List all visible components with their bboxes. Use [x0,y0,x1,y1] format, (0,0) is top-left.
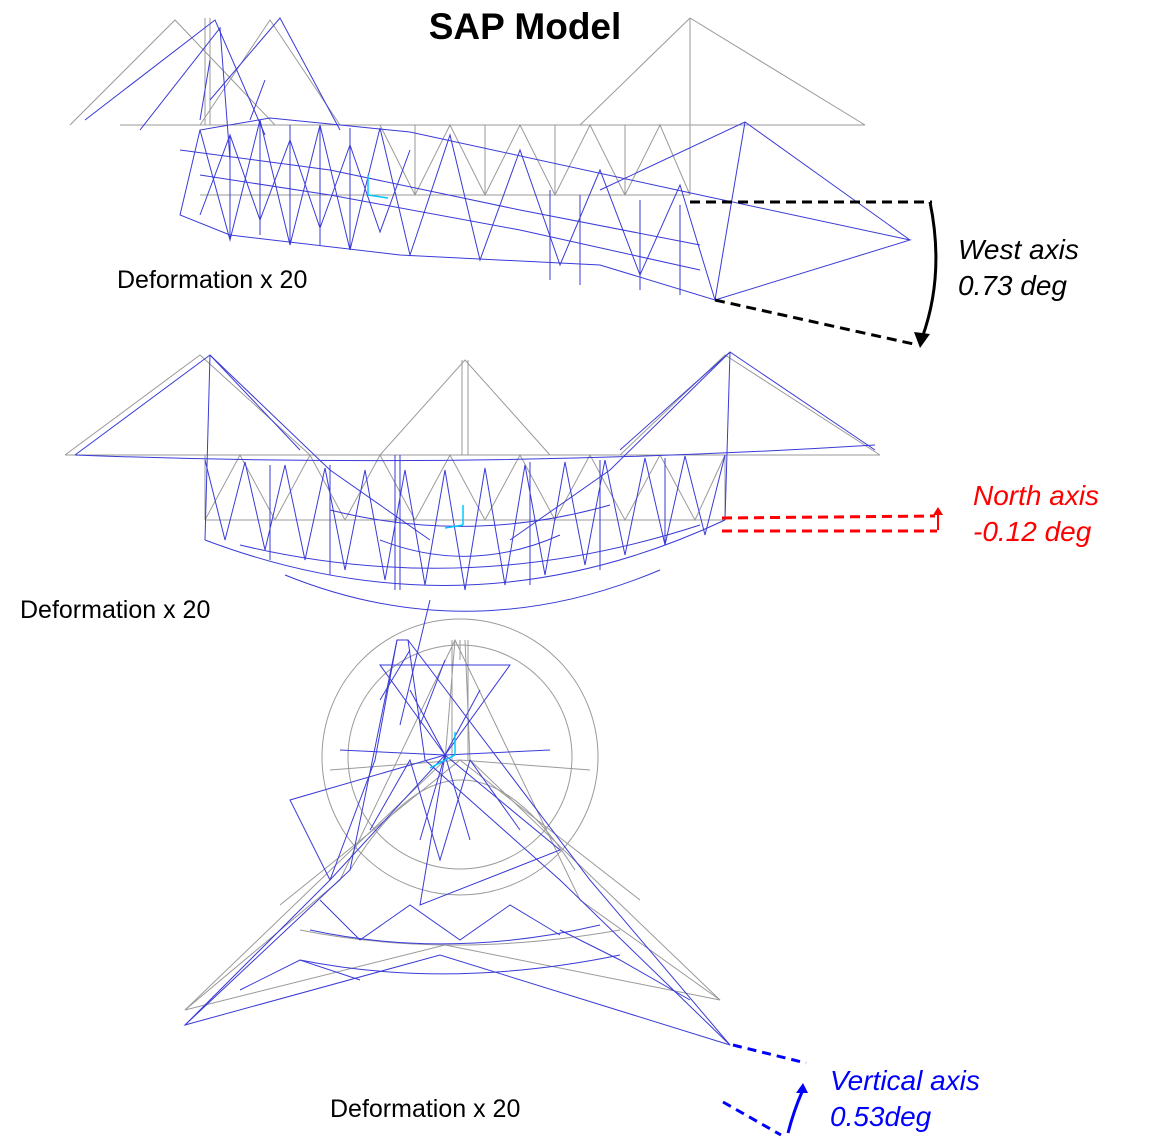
north-axis-rotation: -0.12 deg [973,516,1092,547]
west-view [69,17,938,348]
west-axis-name: West axis [958,234,1079,265]
undeformed-wireframe-vertical [184,618,721,1011]
vertical-view [183,599,808,1137]
rotation-arrowhead [796,1083,808,1093]
rotation-arc [920,201,938,339]
deformed-wireframe-north [74,351,876,612]
rotated-line [722,1100,782,1137]
west-axis-annotation: West axis 0.73 deg [958,232,1079,304]
vertical-rotation-indicator [722,1043,808,1137]
deformation-label-north: Deformation x 20 [20,596,211,624]
north-view [64,351,943,612]
rotated-line [714,298,919,347]
west-axis-rotation: 0.73 deg [958,270,1067,301]
deformation-label-west: Deformation x 20 [117,266,308,294]
local-axis-marker-vertical [429,732,456,769]
vertical-axis-rotation: 0.53deg [830,1101,932,1132]
local-axis-marker-west [367,175,389,199]
vertical-axis-name: Vertical axis [830,1065,980,1096]
vertical-axis-annotation: Vertical axis 0.53deg [830,1063,980,1135]
north-axis-name: North axis [973,480,1100,511]
rotation-arrowhead [933,507,943,515]
north-rotation-indicator [721,507,943,533]
deformed-wireframe-west [84,17,912,301]
north-axis-annotation: North axis -0.12 deg [973,478,1099,550]
figure-title: SAP Model [428,6,622,47]
west-rotation-indicator [690,200,938,348]
local-axis-marker-north [444,505,464,529]
deformation-label-vertical: Deformation x 20 [330,1095,521,1123]
rotation-arrowhead [914,332,930,348]
reference-line [732,1043,807,1065]
rotation-arc [786,1091,804,1134]
rotated-line [721,514,936,520]
deformed-wireframe-vertical [183,599,731,1046]
undeformed-wireframe-north [64,354,881,522]
